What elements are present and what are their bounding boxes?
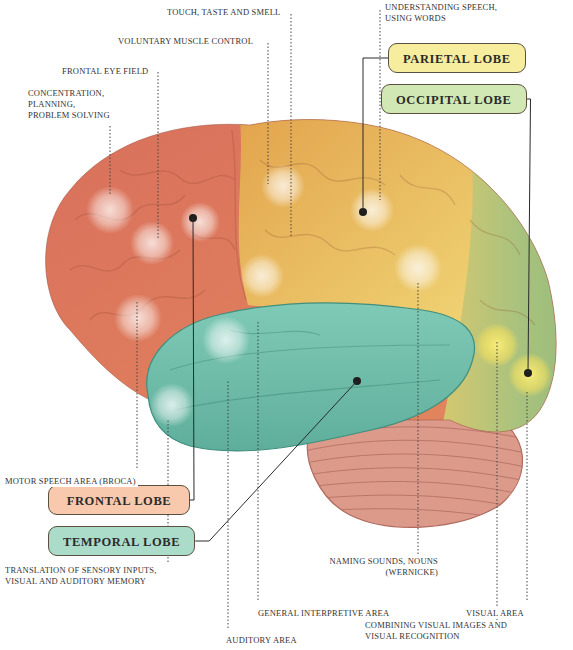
callout-text: UNDERSTANDING SPEECH, USING WORDS — [383, 2, 523, 24]
callout-slot: VOLUNTARY MUSCLE CONTROL — [116, 30, 286, 48]
callout-slot: NAMING SOUNDS, NOUNS (WERNICKE) — [290, 556, 440, 579]
callout-slot: AUDITORY AREA — [224, 629, 334, 647]
callout-text: AUDITORY AREA — [224, 635, 299, 646]
callout-text: VISUAL AREA — [464, 608, 526, 619]
lobe-tag: FRONTAL LOBE — [48, 485, 190, 515]
lobe-tag: PARIETAL LOBE — [388, 43, 526, 73]
function-spots — [86, 164, 552, 427]
callout-text: NAMING SOUNDS, NOUNS (WERNICKE) — [290, 556, 440, 578]
callout-text: TRANSLATION OF SENSORY INPUTS, VISUAL AN… — [3, 565, 185, 587]
lobe-name: OCCIPITAL LOBE — [396, 93, 512, 107]
callout-slot: UNDERSTANDING SPEECH, USING WORDS — [383, 2, 523, 25]
marker-dot — [189, 208, 532, 385]
callout-text: VOLUNTARY MUSCLE CONTROL — [116, 36, 255, 47]
callout-slot: MOTOR SPEECH AREA (BROCA) — [3, 470, 143, 488]
lobe-name: FRONTAL LOBE — [67, 494, 172, 508]
lobe-name: TEMPORAL LOBE — [63, 535, 180, 549]
tag-leader — [190, 58, 531, 541]
callout-slot: COMBINING VISUAL IMAGES AND VISUAL RECOG… — [363, 620, 513, 643]
callout-slot: FRONTAL EYE FIELD — [60, 60, 180, 78]
callout-text: GENERAL INTERPRETIVE AREA — [256, 608, 391, 619]
lobe-tag: TEMPORAL LOBE — [48, 526, 195, 556]
callout-text: TOUCH, TASTE AND SMELL — [165, 7, 282, 18]
temporal-region — [147, 303, 475, 451]
callout-text: CONCENTRATION, PLANNING, PROBLEM SOLVING — [26, 88, 118, 121]
callout-text: COMBINING VISUAL IMAGES AND VISUAL RECOG… — [363, 620, 513, 642]
lobe-tag: OCCIPITAL LOBE — [381, 84, 527, 114]
callout-slot: TRANSLATION OF SENSORY INPUTS, VISUAL AN… — [3, 565, 185, 588]
callout-slot: TOUCH, TASTE AND SMELL — [165, 1, 315, 19]
cerebrum — [46, 100, 573, 460]
tag-leader — [190, 218, 194, 500]
tag-leader — [195, 381, 357, 541]
lobe-name: PARIETAL LOBE — [403, 52, 511, 66]
tag-leader — [363, 58, 388, 212]
callout-text: MOTOR SPEECH AREA (BROCA) — [3, 476, 138, 487]
callout-slot: VISUAL AREA — [464, 602, 554, 620]
tag-leader — [527, 99, 531, 373]
callout-slot: GENERAL INTERPRETIVE AREA — [256, 602, 416, 620]
callout-text: FRONTAL EYE FIELD — [60, 66, 150, 77]
callout-slot: CONCENTRATION, PLANNING, PROBLEM SOLVING — [26, 88, 118, 122]
